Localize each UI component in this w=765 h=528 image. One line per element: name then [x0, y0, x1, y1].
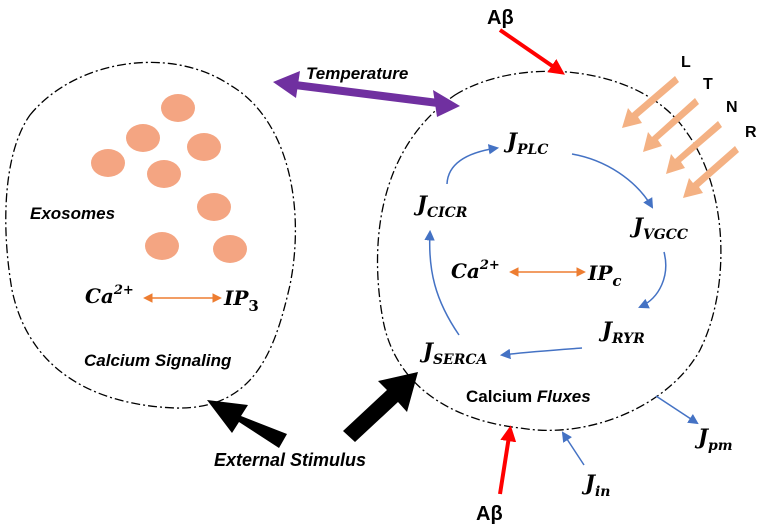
- calcium-signaling-label: Calcium Signaling: [84, 351, 232, 370]
- flux-arrow-vgcc-ryr: [638, 251, 667, 309]
- j-in-label: Jin: [581, 470, 610, 500]
- arrow-r: [683, 146, 739, 198]
- abeta-top-arrow: [498, 28, 565, 75]
- flux-arrow-serca-cicr: [424, 229, 460, 336]
- exosome-group: [91, 94, 247, 263]
- j-serca-label: JSERCA: [419, 338, 487, 368]
- exosome-icon: [161, 94, 195, 122]
- abeta-top-label: Aβ: [487, 7, 514, 29]
- flux-arrow-cicr-plc: [446, 144, 500, 185]
- exosome-icon: [147, 160, 181, 188]
- j-in-arrow: [561, 431, 585, 466]
- stimulus-arrow-right: [343, 372, 418, 442]
- abeta-bottom-arrow: [498, 425, 517, 495]
- left-ip-label: IP3: [223, 286, 259, 315]
- temperature-label: Temperature: [306, 64, 408, 83]
- flux-arrow-ryr-serca: [499, 347, 583, 360]
- left-cell-boundary: [5, 61, 297, 409]
- stimulus-arrow-left: [207, 400, 287, 448]
- j-cicr-label: JCICR: [413, 191, 467, 221]
- exosome-icon: [197, 193, 231, 221]
- exosome-icon: [91, 149, 125, 177]
- ltnr-letter: R: [745, 124, 757, 141]
- ltnr-arrows: L T N R: [622, 54, 757, 198]
- j-plc-label: JPLC: [503, 128, 548, 158]
- j-vgcc-label: JVGCC: [629, 213, 688, 243]
- exosome-icon: [213, 235, 247, 263]
- arrow-t: [643, 98, 699, 152]
- abeta-bottom-label: Aβ: [476, 503, 503, 525]
- arrow-l: [622, 76, 679, 128]
- exosome-icon: [145, 232, 179, 260]
- exosomes-label: Exosomes: [30, 204, 115, 223]
- arrow-n: [666, 121, 722, 174]
- exosome-icon: [187, 133, 221, 161]
- left-ca-label: Ca2+: [85, 283, 134, 308]
- external-stimulus-label: External Stimulus: [214, 450, 366, 470]
- right-ip-label: IPc: [587, 261, 622, 290]
- temperature-arrow-head-left: [273, 71, 300, 98]
- flux-arrow-plc-vgcc: [571, 153, 654, 209]
- j-pm-label: Jpm: [694, 424, 733, 454]
- j-pm-arrow: [655, 395, 699, 425]
- temperature-arrow-head-right: [433, 90, 460, 117]
- right-ca-label: Ca2+: [451, 258, 500, 283]
- exosome-icon: [126, 124, 160, 152]
- ltnr-letter: N: [726, 99, 738, 116]
- ltnr-letter: L: [681, 54, 691, 71]
- calcium-fluxes-label: Calcium Fluxes: [466, 387, 591, 406]
- j-ryr-label: JRYR: [598, 317, 645, 347]
- temperature-arrow-shaft: [294, 81, 439, 107]
- ltnr-letter: T: [703, 76, 713, 93]
